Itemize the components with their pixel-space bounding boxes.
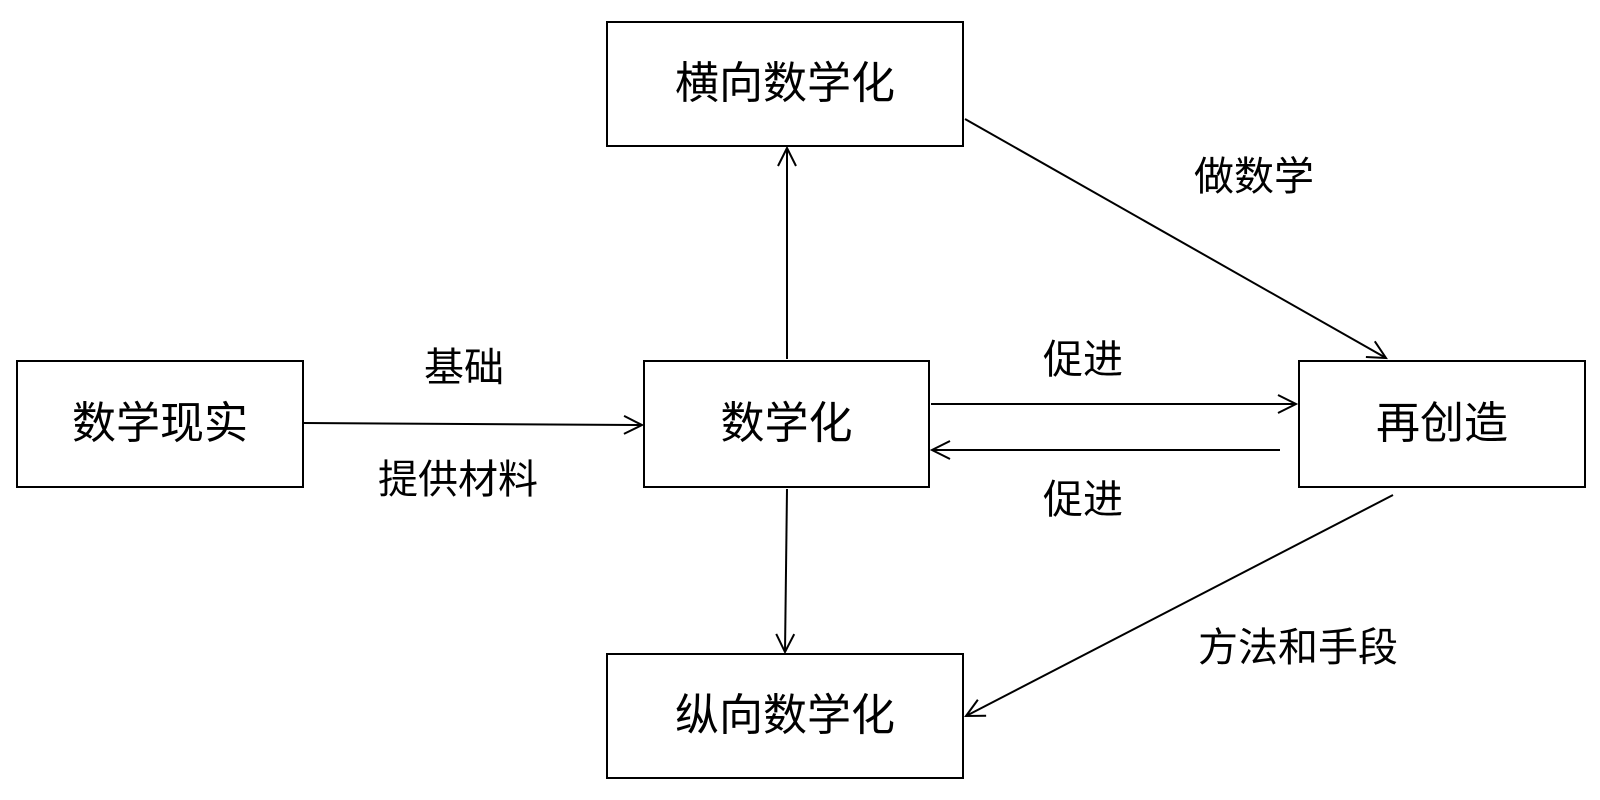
node-math-reality: 数学现实 (16, 360, 304, 488)
edge-label-basis: 基础 (424, 345, 504, 391)
edge-label-promote-forward: 促进 (1043, 337, 1123, 383)
node-horizontal-mathematization: 横向数学化 (606, 21, 964, 147)
arrow-horizontal-to-recreation (964, 118, 1388, 360)
node-mathematization: 数学化 (643, 360, 930, 488)
edge-label-methods-and-means: 方法和手段 (1198, 625, 1398, 671)
edge-label-do-math: 做数学 (1194, 154, 1314, 200)
node-vertical-mathematization: 纵向数学化 (606, 653, 964, 779)
arrow-math-to-vertical (775, 488, 796, 655)
arrow-reality-to-math (303, 415, 645, 435)
edge-label-provide-material: 提供材料 (378, 457, 538, 503)
node-recreation: 再创造 (1298, 360, 1586, 488)
arrow-recreation-to-vertical (964, 494, 1394, 718)
edge-label-promote-backward: 促进 (1043, 477, 1123, 523)
